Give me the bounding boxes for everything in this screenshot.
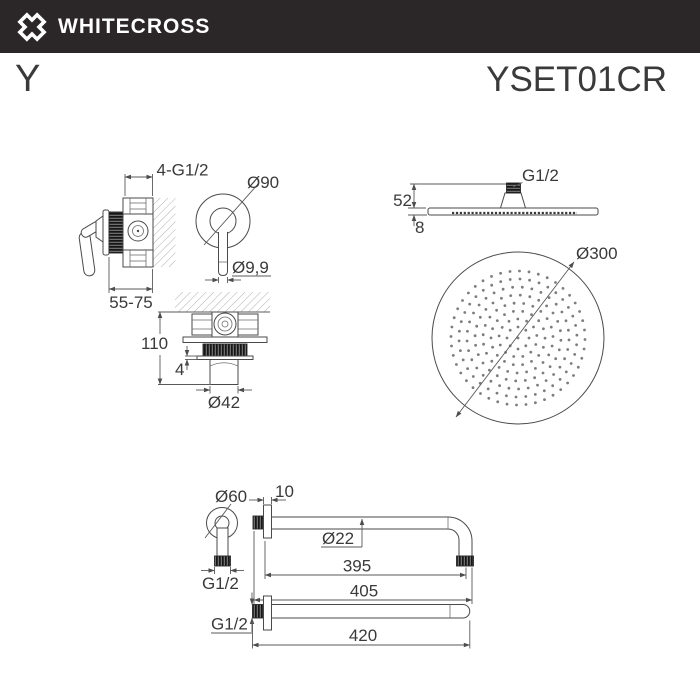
arm-tube-bent <box>271 516 473 557</box>
shower-arm-straight-view: G1/2 420 <box>211 592 471 649</box>
shower-head-top-view: Ø300 <box>431 244 618 425</box>
mixer-side-view: 4-G1/2 55-75 <box>78 161 209 312</box>
knurled-ring-side <box>108 211 124 254</box>
mixer-handle-grip <box>78 231 96 277</box>
dim-plate-thickness: 4 <box>175 360 184 379</box>
mixer-bottom-view: 110 4 Ø42 <box>141 292 270 412</box>
dim-body-height: 110 <box>141 334 168 353</box>
dim-spout-diameter: Ø42 <box>208 393 240 412</box>
dim-inlet-thread: 4-G1/2 <box>157 161 209 180</box>
dim-mount-depth: 55-75 <box>109 293 152 312</box>
dim-handle-rod-diameter: Ø9,9 <box>232 258 269 277</box>
dim-tube-length: 395 <box>343 557 371 576</box>
model-number: YSET01CR <box>486 60 667 99</box>
mixer-front-view: Ø90 Ø9,9 <box>195 173 279 283</box>
handle-cone <box>95 215 104 243</box>
dim-head-diameter: Ø300 <box>576 244 618 263</box>
arm-thread-front <box>214 555 231 567</box>
arm-end-thread <box>456 555 474 567</box>
dim-total-length: 405 <box>350 582 378 601</box>
series-label: Y <box>15 58 41 100</box>
ceiling-hatch <box>175 292 270 312</box>
dim-flange-depth: 10 <box>275 482 294 501</box>
shower-head-side-view: G1/2 52 8 <box>393 166 599 237</box>
whitecross-logo-icon <box>17 11 47 42</box>
arm2-tube <box>271 604 471 619</box>
arm-wall-nipple <box>252 515 264 530</box>
dim-arm2-length: 420 <box>349 626 377 645</box>
spout-cylinder <box>209 359 239 385</box>
arm-wall-flange <box>263 504 272 539</box>
head-connector-cone <box>499 192 527 209</box>
dim-head-height: 52 <box>393 191 412 210</box>
dim-flange-diameter: Ø60 <box>215 487 247 506</box>
dim-arm2-thread: G1/2 <box>211 615 248 634</box>
handle-rod-front <box>218 232 228 277</box>
dim-tube-diameter: Ø22 <box>322 529 354 548</box>
brand-name: WHITECROSS <box>58 14 211 38</box>
head-thread <box>506 182 521 194</box>
arm2-flange <box>263 595 272 631</box>
dim-arm-thread: G1/2 <box>202 574 239 593</box>
arm2-nipple <box>252 604 264 619</box>
wall-hatch <box>152 198 176 267</box>
dim-disc-thickness: 8 <box>415 218 424 237</box>
shower-arm-side-view: Ø60 G1/2 10 Ø22 395 405 <box>201 482 474 604</box>
knurled-ring-bottom <box>202 343 248 357</box>
title-row: Y YSET01CR <box>0 56 700 106</box>
dim-head-thread: G1/2 <box>522 166 559 185</box>
dim-escutcheon-diameter: Ø90 <box>247 173 279 192</box>
arm-stub-front <box>216 527 229 557</box>
header-bar: WHITECROSS <box>0 0 700 53</box>
